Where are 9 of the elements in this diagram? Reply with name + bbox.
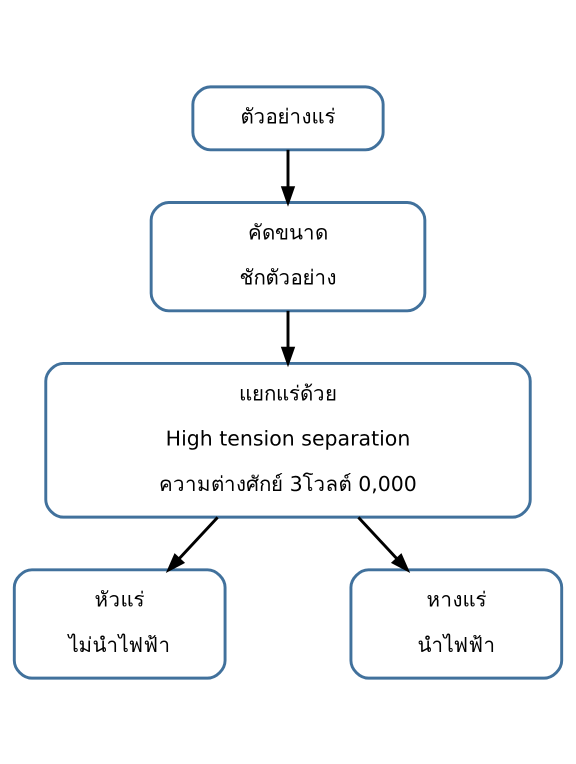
node-box: หัวแร่ ไม่นำไฟฟ้า xyxy=(12,568,227,680)
arrow xyxy=(166,516,219,572)
node-box: หางแร่ นำไฟฟ้า xyxy=(349,568,564,680)
node-box: แยกแร่ด้วย High tension separation ความต่างศักย์ 3โวลต์ 0,000 xyxy=(44,362,532,518)
arrow xyxy=(280,310,296,367)
arrow xyxy=(357,516,410,572)
node-box: ตัวอย่างแร่ xyxy=(191,84,385,151)
arrow xyxy=(280,149,296,206)
node-box: คัดขนาด ชักตัวอย่าง xyxy=(150,200,426,312)
